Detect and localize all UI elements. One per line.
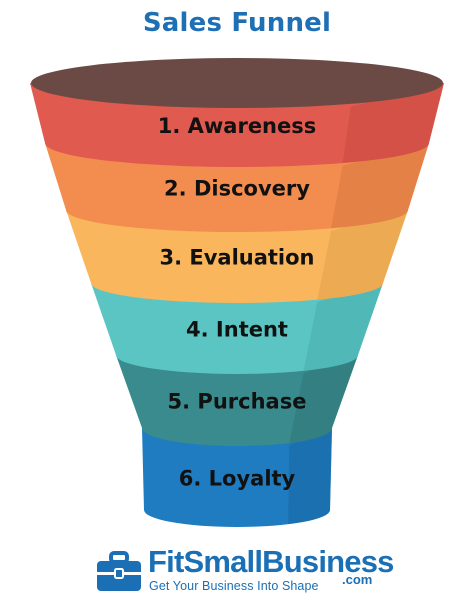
- funnel-band-6: [142, 428, 332, 527]
- funnel-band-shade-1: [342, 83, 444, 163]
- brand-tagline: Get Your Business Into Shape: [149, 579, 319, 593]
- funnel-stage-label-3: 3. Evaluation: [159, 246, 314, 270]
- funnel-band-shade-6: [288, 428, 332, 525]
- funnel-labels: 6. Loyalty 5. Purchase 4. Intent 3. Evaluat…: [158, 114, 317, 490]
- funnel-band-shade-4: [303, 283, 383, 371]
- funnel-stage-label-1: 1. Awareness: [158, 114, 317, 138]
- funnel-stage-label-2: 2. Discovery: [164, 177, 310, 201]
- funnel-stage-label-4: 4. Intent: [186, 317, 288, 341]
- page-title: Sales Funnel: [142, 8, 332, 38]
- funnel-band-shade-2: [331, 143, 429, 229]
- brand-name: FitSmallBusiness: [148, 544, 394, 579]
- funnel-stage-label-5: 5. Purchase: [168, 389, 307, 413]
- funnel-bands: [30, 83, 444, 527]
- briefcase-icon: [97, 551, 141, 591]
- funnel-band-2: [45, 143, 429, 232]
- brand-logo[interactable]: FitSmallBusiness .com Get Your Business …: [96, 544, 396, 594]
- funnel-band-shade-3: [317, 210, 408, 300]
- funnel-opening: [31, 58, 443, 108]
- funnel-stage-label-6: 6. Loyalty: [179, 466, 296, 490]
- brand-domain: .com: [342, 572, 373, 587]
- funnel-band-shade-5: [289, 355, 358, 443]
